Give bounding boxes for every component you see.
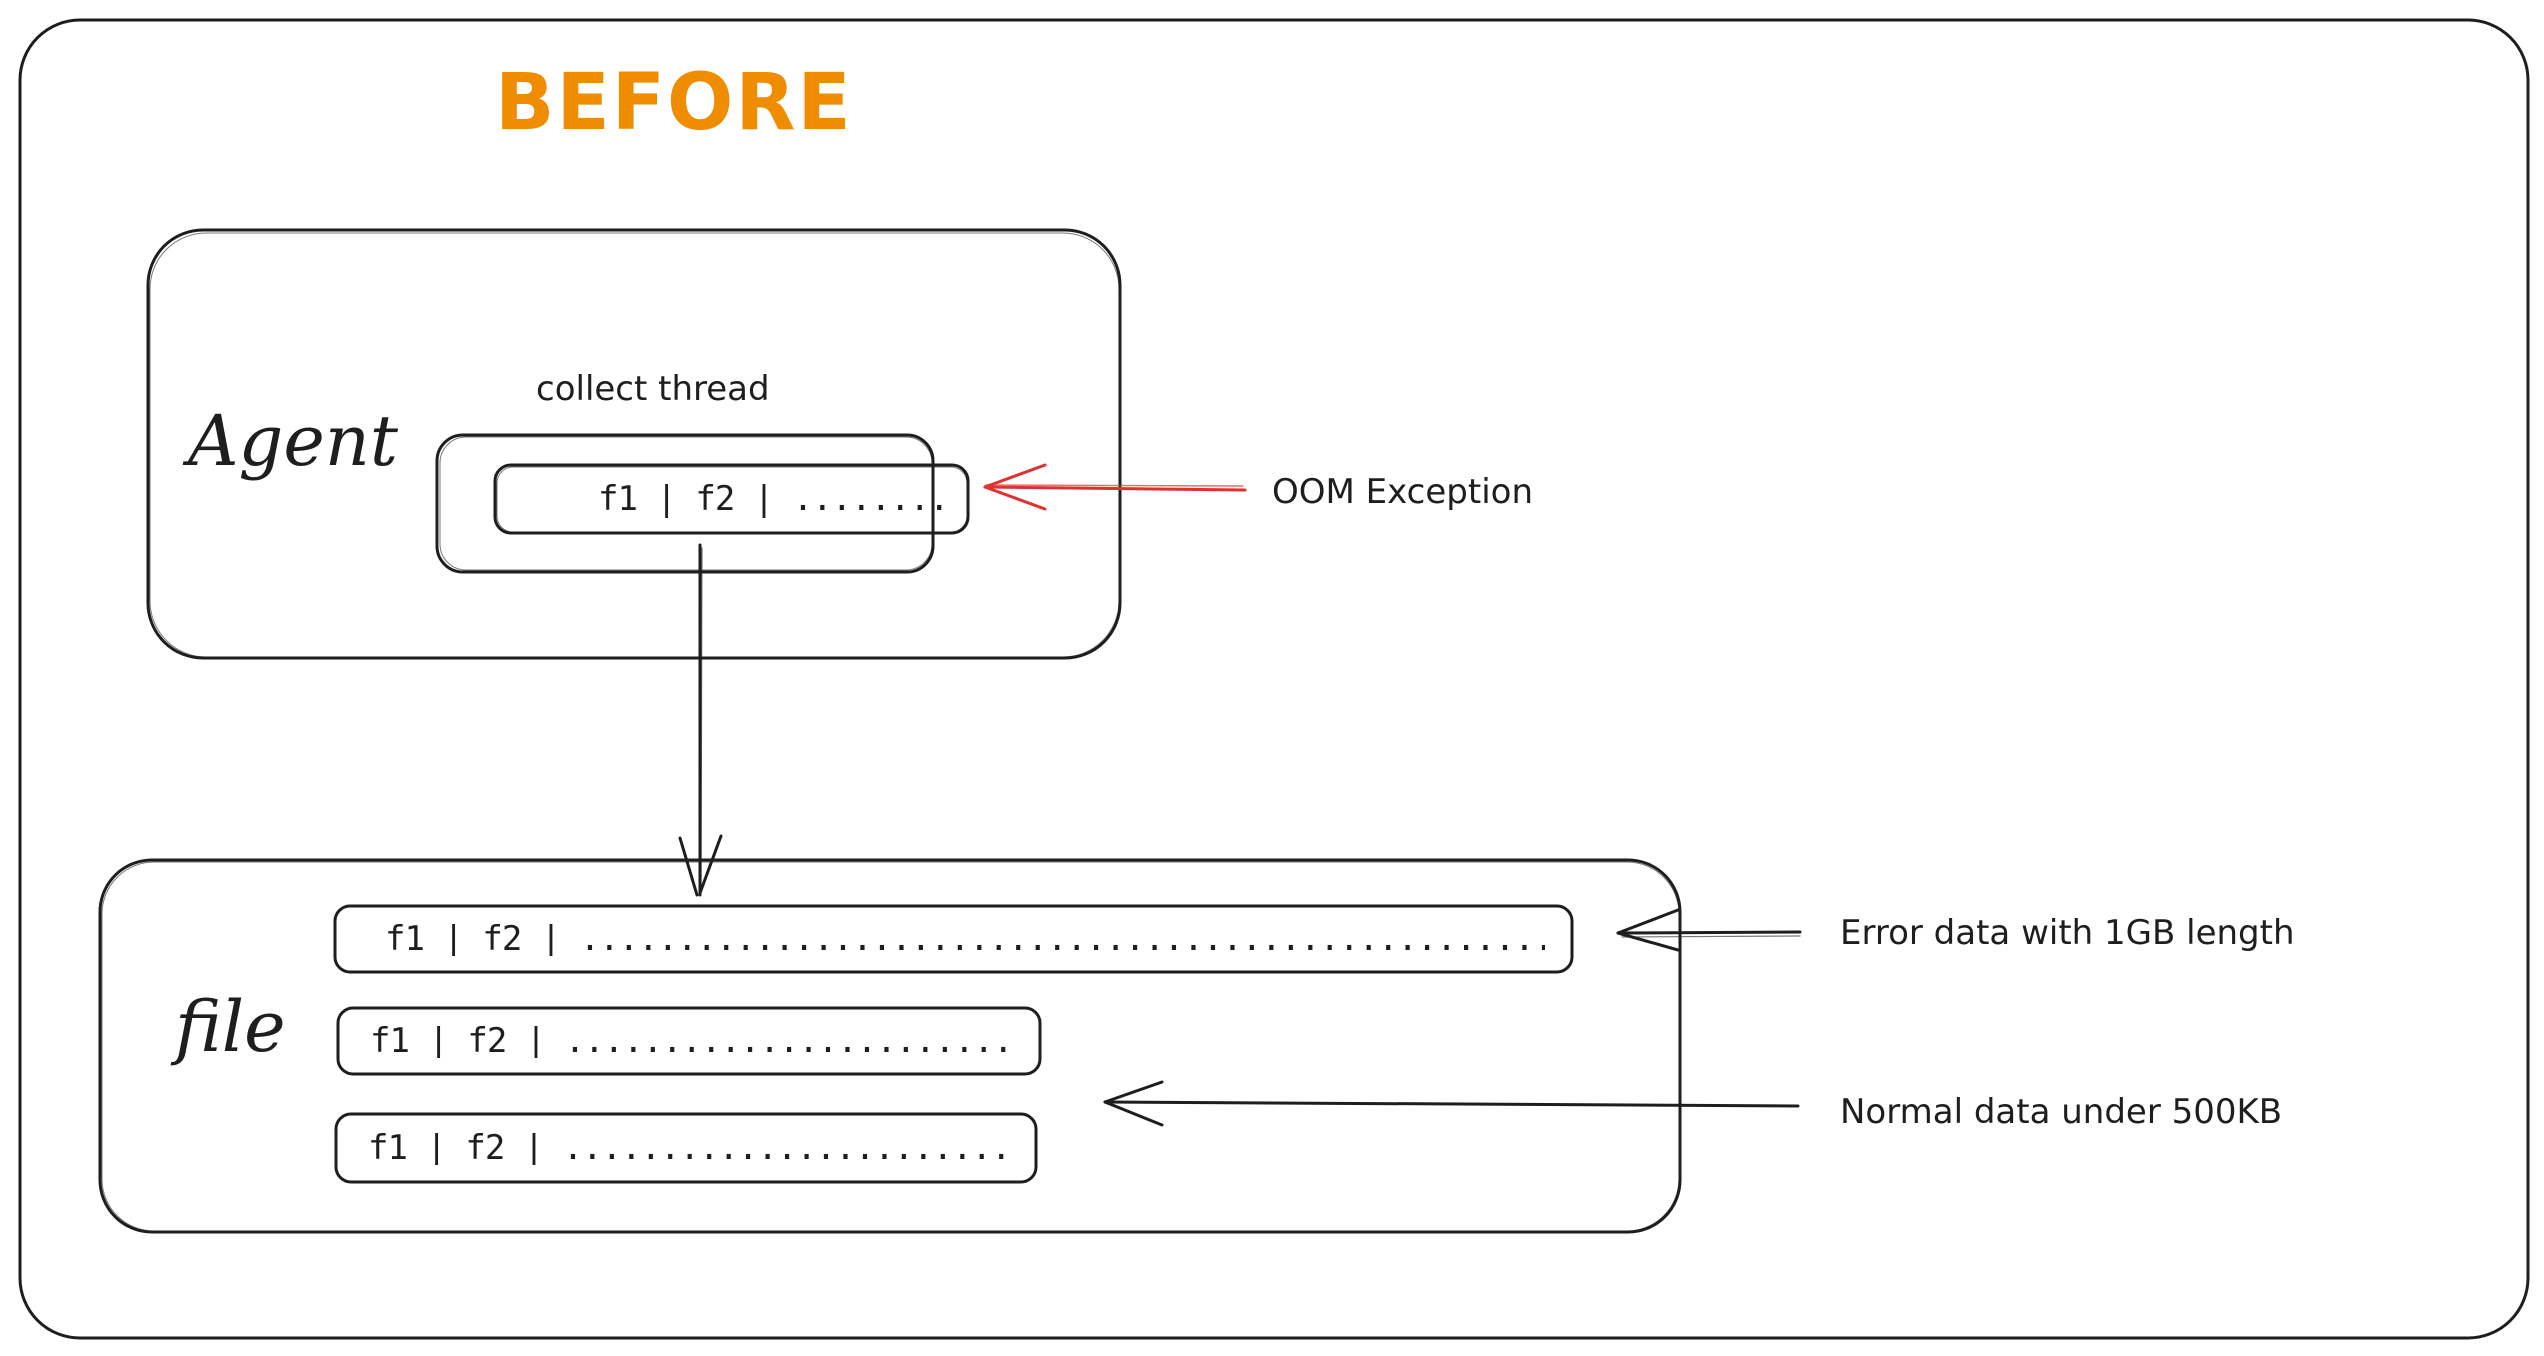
collect-thread-label: collect thread — [536, 369, 770, 409]
buffer-text: f1 | f2 | ........ — [598, 479, 949, 519]
oom-arrow — [983, 463, 1247, 511]
agent-label: Agent — [188, 400, 398, 482]
file-box — [98, 858, 1682, 1234]
file-row-box-2 — [336, 1006, 1042, 1076]
file-row-error: f1 | f2 | ..............................… — [385, 922, 1545, 956]
normal-data-arrow — [1103, 1080, 1800, 1127]
agent-box — [146, 228, 1122, 660]
buffer-box — [493, 463, 970, 535]
error-data-arrow — [1616, 908, 1802, 952]
file-row-box-1 — [333, 904, 1574, 974]
write-arrow — [678, 543, 723, 897]
file-label: file — [175, 986, 286, 1068]
outer-frame — [18, 18, 2530, 1340]
title-before: BEFORE — [495, 58, 853, 148]
normal-data-label: Normal data under 500KB — [1840, 1092, 2283, 1132]
file-row-normal-1: f1 | f2 | ..............................… — [370, 1024, 1020, 1058]
collect-thread-box — [435, 433, 935, 574]
error-data-label: Error data with 1GB length — [1840, 913, 2295, 953]
file-row-box-3 — [334, 1112, 1038, 1184]
file-row-normal-2: f1 | f2 | ..............................… — [368, 1131, 1018, 1165]
oom-exception-label: OOM Exception — [1272, 472, 1533, 512]
